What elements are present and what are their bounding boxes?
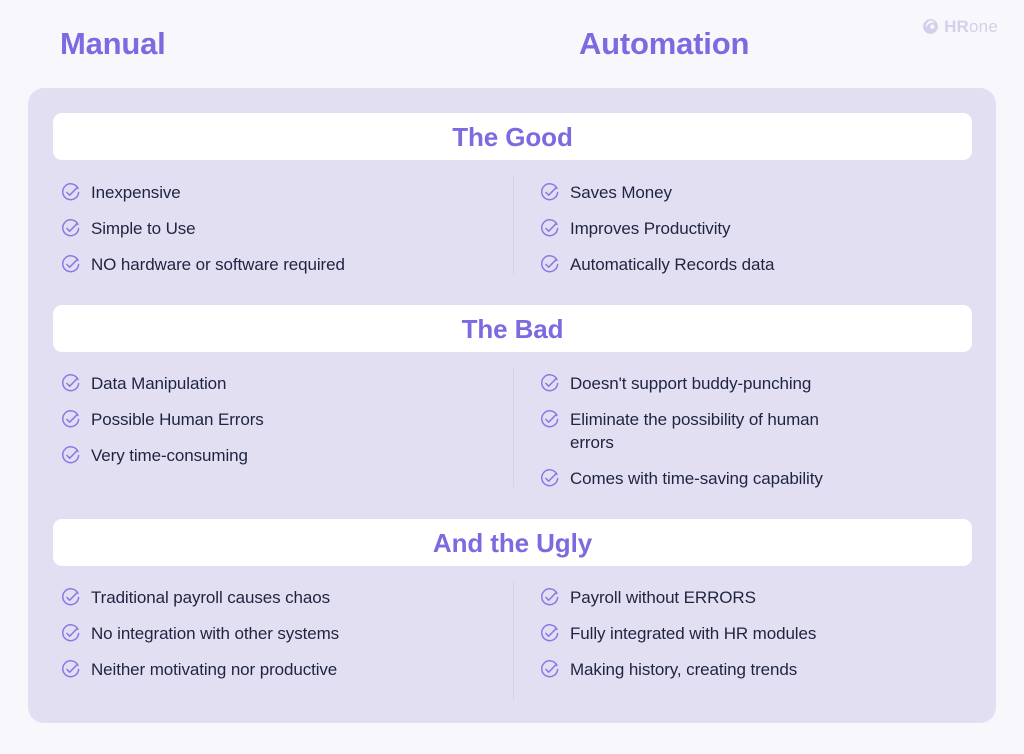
- manual-column-good: Inexpensive Simple to Use NO hardware or…: [28, 181, 513, 276]
- list-item: Improves Productivity: [540, 217, 996, 240]
- brand-logo: HRone: [922, 18, 998, 35]
- list-item: Making history, creating trends: [540, 658, 996, 681]
- list-item: No integration with other systems: [61, 622, 513, 645]
- list-item-label: No integration with other systems: [91, 624, 340, 643]
- check-circle-icon: [62, 446, 80, 464]
- check-circle-icon: [62, 183, 80, 201]
- section-title-bad: The Bad: [461, 313, 564, 344]
- check-circle-icon: [541, 255, 559, 273]
- list-item-label: Improves Productivity: [570, 219, 731, 238]
- brand-name-hr: HR: [944, 17, 970, 36]
- check-circle-icon: [62, 374, 80, 392]
- section-banner-good: The Good: [53, 113, 972, 160]
- automation-column-ugly: Payroll without ERRORS Fully integrated …: [513, 586, 996, 681]
- section-title-good: The Good: [452, 121, 573, 152]
- list-item: Very time-consuming: [61, 444, 513, 467]
- list-item: Automatically Records data: [540, 253, 996, 276]
- list-item-label: Traditional payroll causes chaos: [91, 588, 331, 607]
- check-circle-icon: [62, 588, 80, 606]
- section-banner-ugly: And the Ugly: [53, 519, 972, 566]
- list-item-label: Saves Money: [570, 183, 672, 202]
- check-circle-icon: [541, 588, 559, 606]
- list-item: Possible Human Errors: [61, 408, 513, 431]
- check-circle-icon: [541, 410, 559, 428]
- list-item: Simple to Use: [61, 217, 513, 240]
- check-circle-icon: [541, 374, 559, 392]
- list-item: Comes with time-saving capability: [540, 467, 996, 490]
- automation-column-good: Saves Money Improves Productivity Automa…: [513, 181, 996, 276]
- list-item-label: Data Manipulation: [91, 374, 227, 393]
- check-circle-icon: [541, 183, 559, 201]
- list-item-label: Automatically Records data: [570, 255, 775, 274]
- section-title-ugly: And the Ugly: [432, 527, 593, 558]
- list-item-label: Inexpensive: [91, 183, 181, 202]
- list-item: Doesn't support buddy-punching: [540, 372, 996, 395]
- section-columns-ugly: Traditional payroll causes chaos No inte…: [28, 586, 996, 681]
- check-circle-icon: [62, 624, 80, 642]
- page-header: Manual Automation HRone: [0, 0, 1024, 88]
- list-item-label: Fully integrated with HR modules: [570, 624, 817, 643]
- column-divider-good: [513, 176, 514, 274]
- list-item-label: Making history, creating trends: [570, 660, 798, 679]
- list-item: NO hardware or software required: [61, 253, 513, 276]
- column-title-manual: Manual: [60, 26, 166, 61]
- list-item: Traditional payroll causes chaos: [61, 586, 513, 609]
- check-circle-icon: [541, 469, 559, 487]
- column-title-automation: Automation: [579, 26, 750, 61]
- check-circle-icon: [62, 255, 80, 273]
- list-item-label: Payroll without ERRORS: [570, 588, 756, 607]
- list-item-label: Simple to Use: [91, 219, 196, 238]
- brand-name-one: one: [969, 17, 998, 36]
- list-item: Eliminate the possibility of human error…: [540, 408, 996, 454]
- section-banner-bad: The Bad: [53, 305, 972, 352]
- column-divider-ugly: [513, 581, 514, 701]
- manual-column-ugly: Traditional payroll causes chaos No inte…: [28, 586, 513, 681]
- check-circle-icon: [541, 219, 559, 237]
- list-item-label: Neither motivating nor productive: [91, 660, 338, 679]
- list-item: Neither motivating nor productive: [61, 658, 513, 681]
- swirl-icon: [923, 19, 938, 34]
- check-circle-icon: [541, 624, 559, 642]
- section-columns-good: Inexpensive Simple to Use NO hardware or…: [28, 181, 996, 276]
- list-item-label: Very time-consuming: [91, 446, 248, 465]
- list-item: Payroll without ERRORS: [540, 586, 996, 609]
- list-item-label: NO hardware or software required: [91, 255, 345, 274]
- check-circle-icon: [62, 410, 80, 428]
- section-columns-bad: Data Manipulation Possible Human Errors …: [28, 372, 996, 490]
- comparison-panel: The Good Inexpensive Simple to Use: [28, 88, 996, 723]
- column-divider-bad: [513, 367, 514, 487]
- list-item: Data Manipulation: [61, 372, 513, 395]
- list-item-label: Comes with time-saving capability: [570, 469, 823, 488]
- list-item: Fully integrated with HR modules: [540, 622, 996, 645]
- list-item: Inexpensive: [61, 181, 513, 204]
- list-item-label: Doesn't support buddy-punching: [570, 374, 812, 393]
- manual-column-bad: Data Manipulation Possible Human Errors …: [28, 372, 513, 490]
- list-item-label: Possible Human Errors: [91, 410, 264, 429]
- check-circle-icon: [62, 660, 80, 678]
- list-item-label: Eliminate the possibility of human error…: [570, 410, 819, 452]
- check-circle-icon: [62, 219, 80, 237]
- automation-column-bad: Doesn't support buddy-punching Eliminate…: [513, 372, 996, 490]
- check-circle-icon: [541, 660, 559, 678]
- brand-name: HRone: [944, 18, 998, 35]
- list-item: Saves Money: [540, 181, 996, 204]
